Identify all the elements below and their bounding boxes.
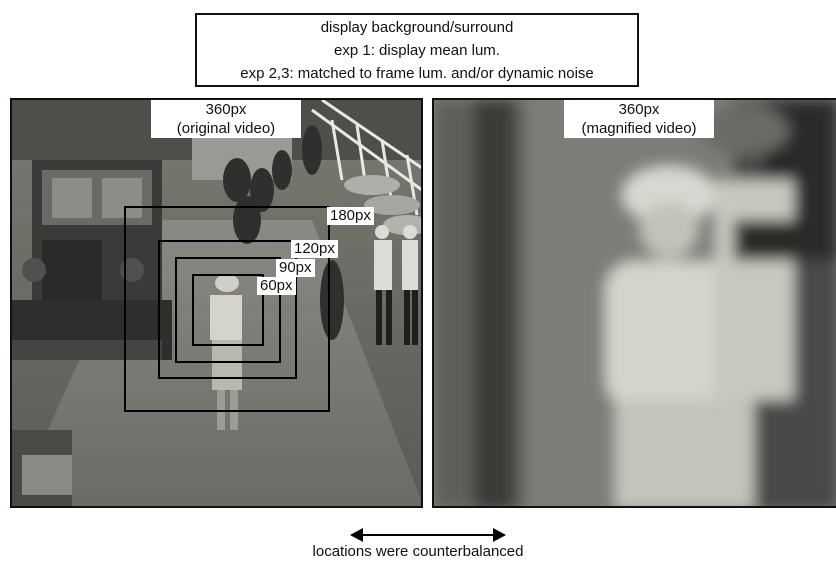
label-120px: 120px (291, 240, 338, 258)
background-line-3: exp 2,3: matched to frame lum. and/or dy… (240, 65, 594, 82)
label-60px: 60px (257, 277, 296, 295)
original-video-label: 360px (original video) (151, 100, 301, 138)
magnified-size-label: 360px (618, 101, 660, 118)
magnified-video-panel: 360px (magnified video) (432, 98, 836, 508)
crop-square-180px (124, 206, 330, 412)
counterbalance-caption: locations were counterbalanced (312, 543, 524, 560)
crop-square-120px (158, 240, 297, 379)
original-video-frame (12, 100, 421, 506)
label-180px: 180px (327, 207, 374, 225)
label-90px: 90px (276, 259, 315, 277)
background-line-2: exp 1: display mean lum. (334, 42, 500, 59)
counterbalance-arrow-icon (350, 528, 506, 542)
background-line-1: display background/surround (320, 19, 514, 36)
original-caption-label: (original video) (176, 120, 276, 137)
crop-square-60px (192, 274, 264, 346)
magnified-caption-label: (magnified video) (581, 120, 697, 137)
original-video-panel: 360px (original video) 180px 120px 90px … (10, 98, 423, 508)
display-background-box: display background/surround exp 1: displ… (195, 13, 639, 87)
magnified-video-frame (434, 100, 836, 506)
original-size-label: 360px (205, 101, 247, 118)
crop-square-90px (175, 257, 281, 363)
magnified-video-label: 360px (magnified video) (564, 100, 714, 138)
